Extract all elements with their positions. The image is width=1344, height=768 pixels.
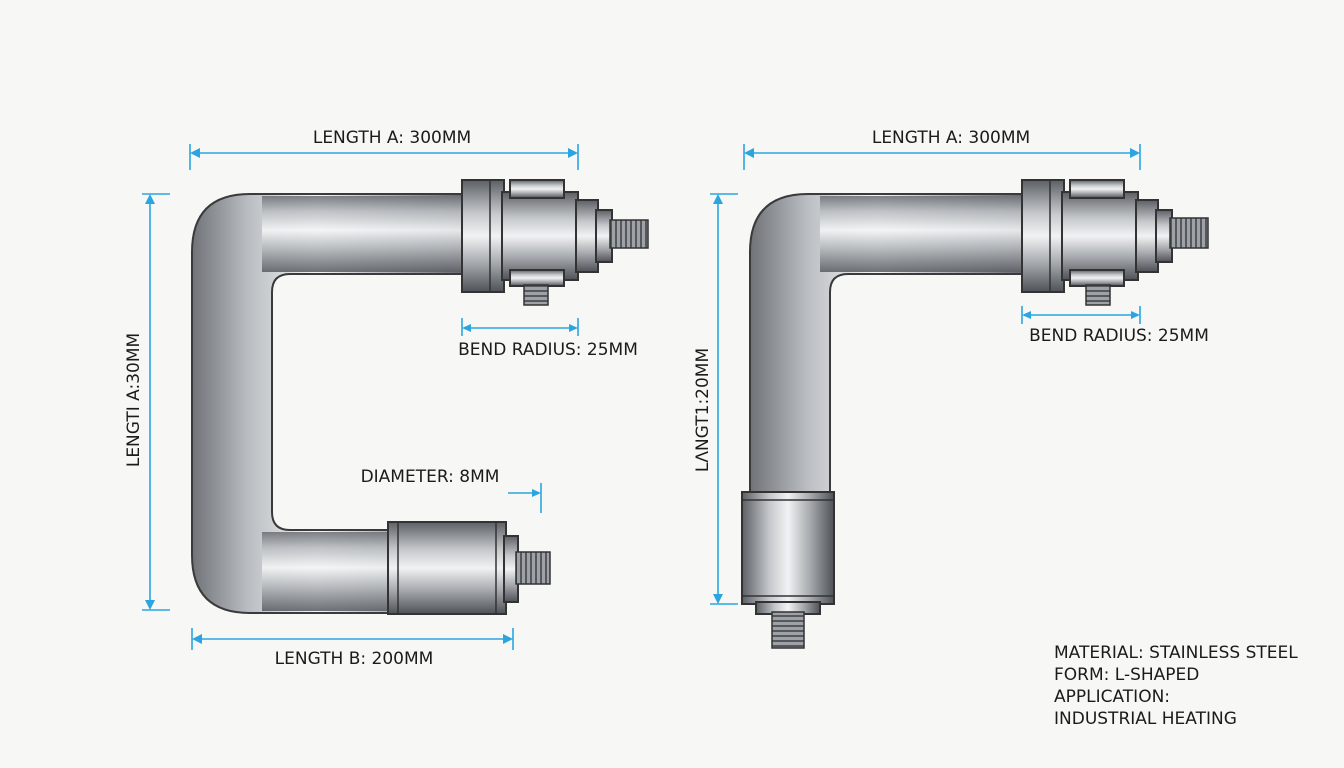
material-note: MATERIAL: STAINLESS STEEL	[1054, 643, 1298, 663]
right-bottom-thread	[771, 611, 805, 649]
right-top-thread	[1169, 217, 1209, 249]
right-bottom-fitting	[741, 491, 835, 649]
left-length-a-label: LENGTH A: 300MM	[313, 128, 471, 148]
right-l-shaped-element	[741, 179, 1209, 649]
left-top-thread	[609, 219, 649, 249]
right-top-fitting	[1021, 179, 1209, 306]
left-top-bottom-thread	[523, 284, 549, 306]
left-bottom-thread	[515, 551, 551, 585]
right-bend-radius-label: BEND RADIUS: 25MM	[1029, 326, 1209, 346]
left-pipe-body	[191, 193, 471, 614]
right-dimensions	[710, 144, 1141, 605]
form-note: FORM: L-SHAPED	[1054, 665, 1199, 685]
right-top-bottom-thread	[1085, 284, 1111, 306]
left-top-fitting	[461, 179, 649, 306]
right-side-length-label: LΛNGT1:20MM	[693, 348, 713, 472]
application-label: APPLICATION:	[1054, 687, 1170, 707]
application-value: INDUSTRIAL HEATING	[1054, 709, 1237, 729]
left-dimensions	[142, 144, 579, 650]
left-bend-radius-label: BEND RADIUS: 25MM	[458, 340, 638, 360]
right-length-a-label: LENGTH A: 300MM	[872, 128, 1030, 148]
spec-notes: MATERIAL: STAINLESS STEEL FORM: L-SHAPED…	[1054, 643, 1298, 729]
left-diameter-label: DIAMETER: 8MM	[361, 467, 500, 487]
left-bottom-fitting	[387, 521, 551, 615]
left-c-shaped-element	[191, 179, 649, 615]
left-length-b-label: LENGTH B: 200MM	[275, 649, 434, 669]
left-side-length-label: LENGTI A:30MM	[124, 333, 144, 467]
